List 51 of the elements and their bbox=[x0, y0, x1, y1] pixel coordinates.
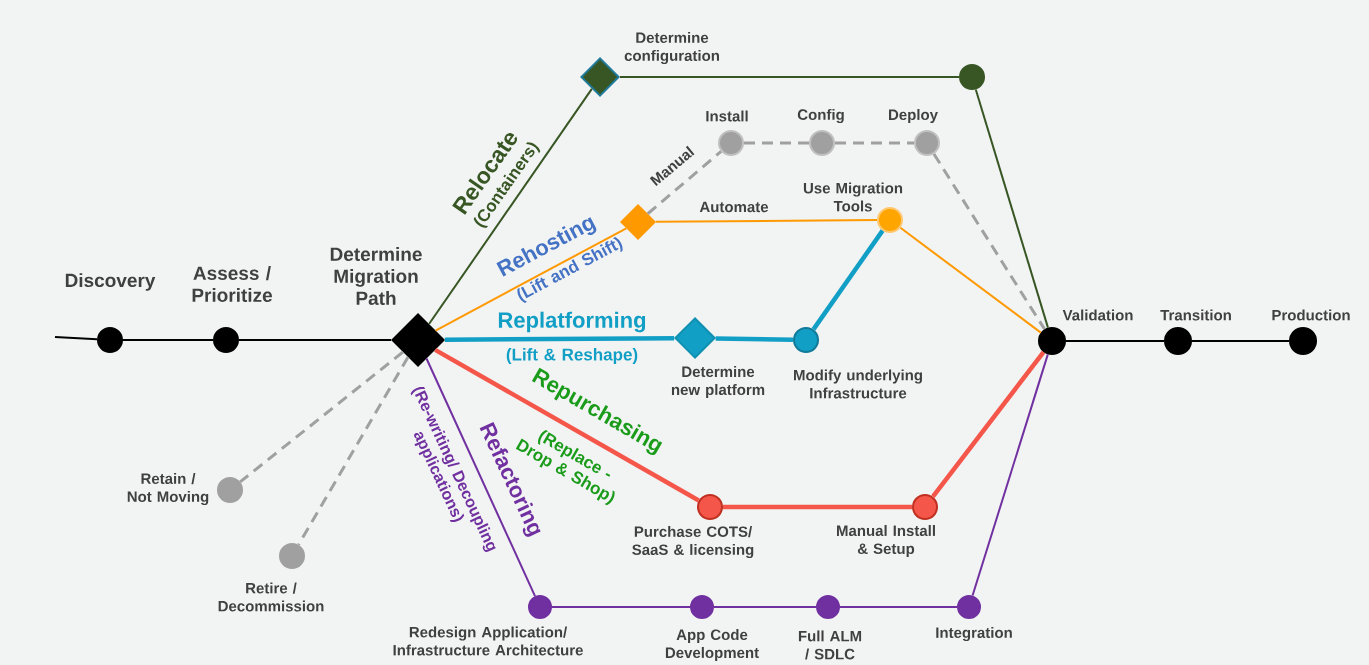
path-line bbox=[839, 606, 958, 608]
path-line bbox=[239, 350, 404, 484]
station-label: Determine configuration bbox=[624, 32, 719, 65]
path-line bbox=[744, 141, 809, 145]
path-line bbox=[835, 141, 914, 145]
path-line bbox=[551, 606, 691, 608]
station-label: Install bbox=[706, 110, 748, 122]
station-label: Production bbox=[1272, 309, 1350, 321]
station-label: Manual Install & Setup bbox=[837, 525, 935, 557]
path-line bbox=[899, 226, 1042, 334]
path-line bbox=[54, 336, 98, 341]
path-line bbox=[646, 150, 723, 215]
path-line bbox=[1191, 340, 1290, 342]
path-line bbox=[713, 606, 817, 608]
path-line bbox=[654, 219, 878, 223]
path-line bbox=[971, 353, 1049, 597]
path-line bbox=[425, 357, 536, 598]
edge-label: Replatforming bbox=[496, 310, 648, 334]
station-label: Purchase COTS/ SaaS & licensing bbox=[632, 526, 754, 559]
path-line bbox=[974, 88, 1049, 329]
path-line bbox=[238, 339, 392, 341]
station-label: Transition bbox=[1160, 309, 1231, 321]
station-label: Integration bbox=[936, 627, 1012, 642]
path-line bbox=[122, 339, 214, 341]
station-label: Full ALM / SDLC bbox=[798, 630, 862, 660]
path-line bbox=[619, 76, 960, 78]
path-line bbox=[932, 153, 1046, 330]
station-label: Config bbox=[797, 109, 844, 124]
path-line bbox=[444, 335, 675, 343]
path-line bbox=[434, 347, 700, 503]
station-label: Validation bbox=[1062, 309, 1133, 321]
station-label: Discovery bbox=[65, 273, 156, 291]
path-line bbox=[1065, 340, 1165, 342]
station-label: App Code Development bbox=[665, 629, 759, 661]
station-label: Redesign Application/ Infrastructure Architecture bbox=[393, 626, 583, 656]
path-subtitle: (Lift & Reshape) bbox=[506, 348, 638, 364]
path-line bbox=[428, 87, 593, 326]
station-label: Retain / Not Moving bbox=[127, 473, 209, 506]
station-label: Deploy bbox=[889, 109, 938, 123]
path-line bbox=[715, 336, 794, 342]
path-line bbox=[931, 350, 1046, 499]
path-line bbox=[434, 227, 628, 332]
station-label: Use Migration Tools bbox=[803, 182, 903, 212]
station-label: Retire / Decommission bbox=[218, 582, 324, 612]
station-label: Determine Migration Path bbox=[330, 247, 422, 305]
station-label: Assess / Prioritize bbox=[192, 266, 272, 302]
path-line bbox=[723, 504, 912, 510]
station-label: Determine new platform bbox=[671, 366, 765, 398]
path-line bbox=[811, 229, 885, 331]
path-line bbox=[297, 356, 410, 546]
station-label: Modify underlying Infrastructure bbox=[794, 369, 922, 399]
